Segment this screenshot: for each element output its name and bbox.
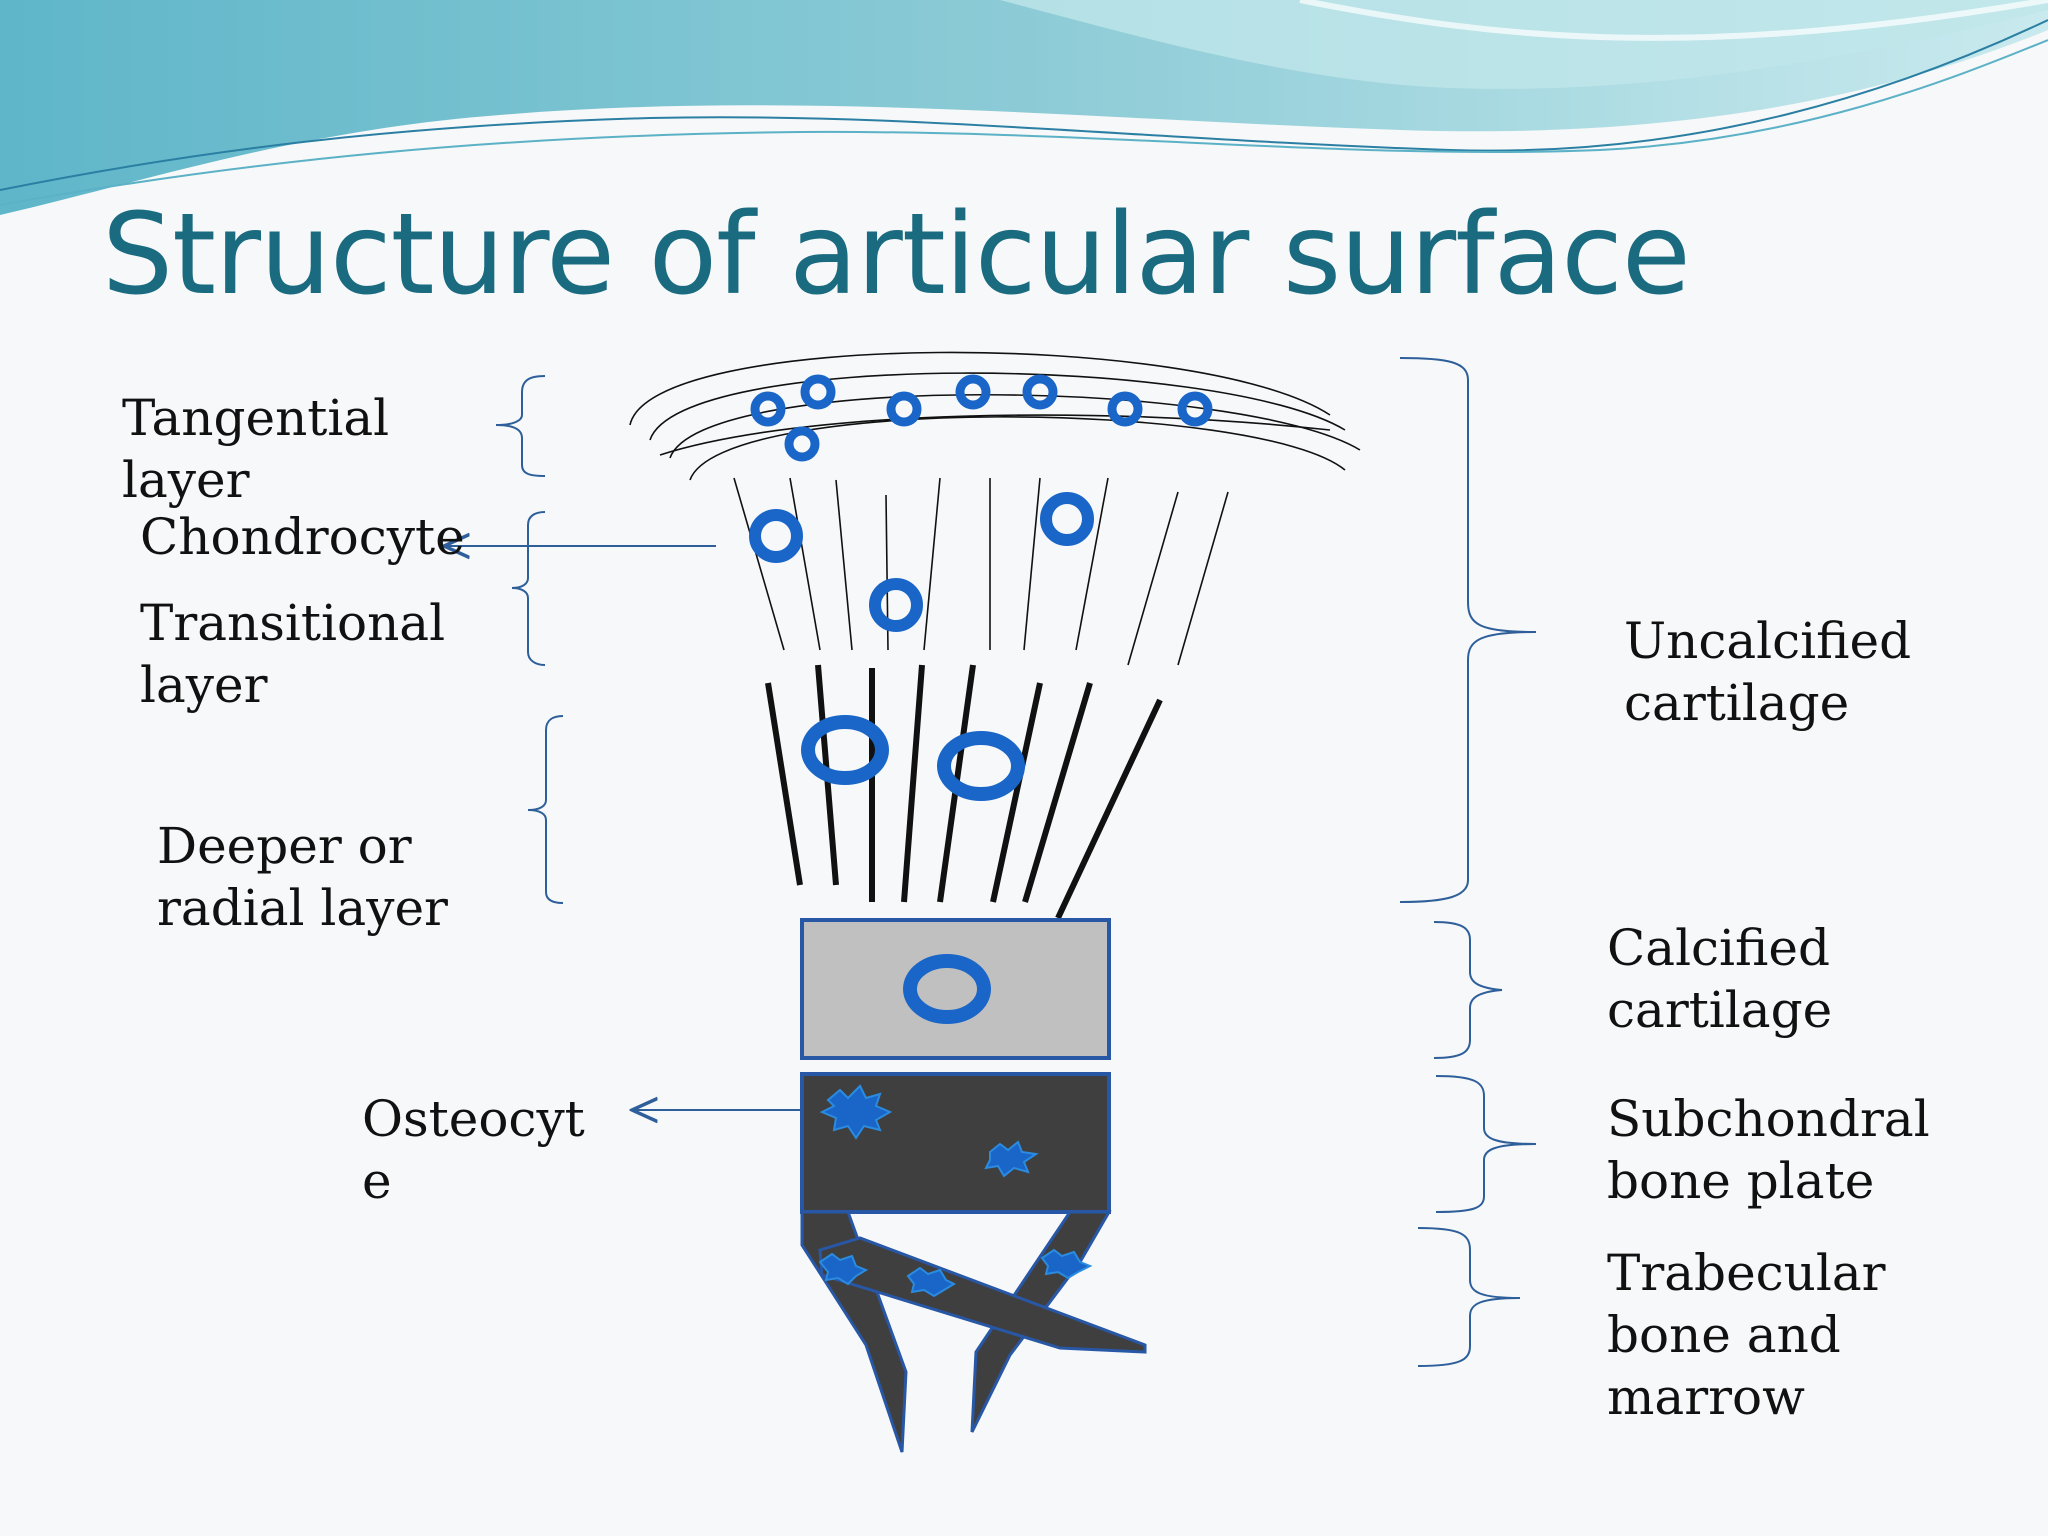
trabecular-struts [800, 1210, 1147, 1453]
header-wave-decoration [0, 0, 2048, 215]
trabecular-osteocytes [818, 1248, 1093, 1298]
slide-title: Structure of articular surface [102, 190, 1691, 320]
right-brackets [1399, 357, 1537, 1367]
calcified-chondrocyte [903, 954, 991, 1024]
transitional-bracket [511, 511, 546, 666]
subchondral-bone-plate-block [800, 1072, 1111, 1214]
tangential-bracket [495, 375, 546, 477]
label-chondrocyte: Chondrocyte [140, 508, 465, 566]
label-deeper-radial-layer: Deeper or radial layer [157, 817, 448, 937]
label-trabecular-bone-marrow: Trabecular bone and marrow [1607, 1244, 1886, 1426]
label-calcified-cartilage: Calcified cartilage [1607, 919, 1833, 1039]
osteocytes [819, 1084, 1039, 1178]
tangential-chondrocytes [750, 374, 1213, 462]
uncalcified-bracket [1399, 357, 1537, 903]
radial-bracket [527, 715, 564, 904]
label-uncalcified-cartilage: Uncalcified cartilage [1624, 612, 1912, 732]
radial-chondrocytes [801, 715, 1025, 801]
left-brackets [495, 375, 564, 904]
tangential-fibers [629, 351, 1361, 481]
calcified-cartilage-block [800, 918, 1111, 1060]
transitional-fibers [733, 477, 1229, 666]
label-osteocyte: Osteocyt e [362, 1090, 585, 1210]
label-tangential-layer: Tangential layer [122, 389, 390, 509]
label-subchondral-bone-plate: Subchondral bone plate [1607, 1090, 1930, 1210]
label-transitional-layer: Transitional layer [140, 594, 446, 714]
transitional-chondrocytes [749, 492, 1094, 632]
calcified-bracket [1433, 921, 1503, 1059]
subchondral-bracket [1435, 1075, 1537, 1213]
trabecular-bracket [1417, 1227, 1521, 1367]
